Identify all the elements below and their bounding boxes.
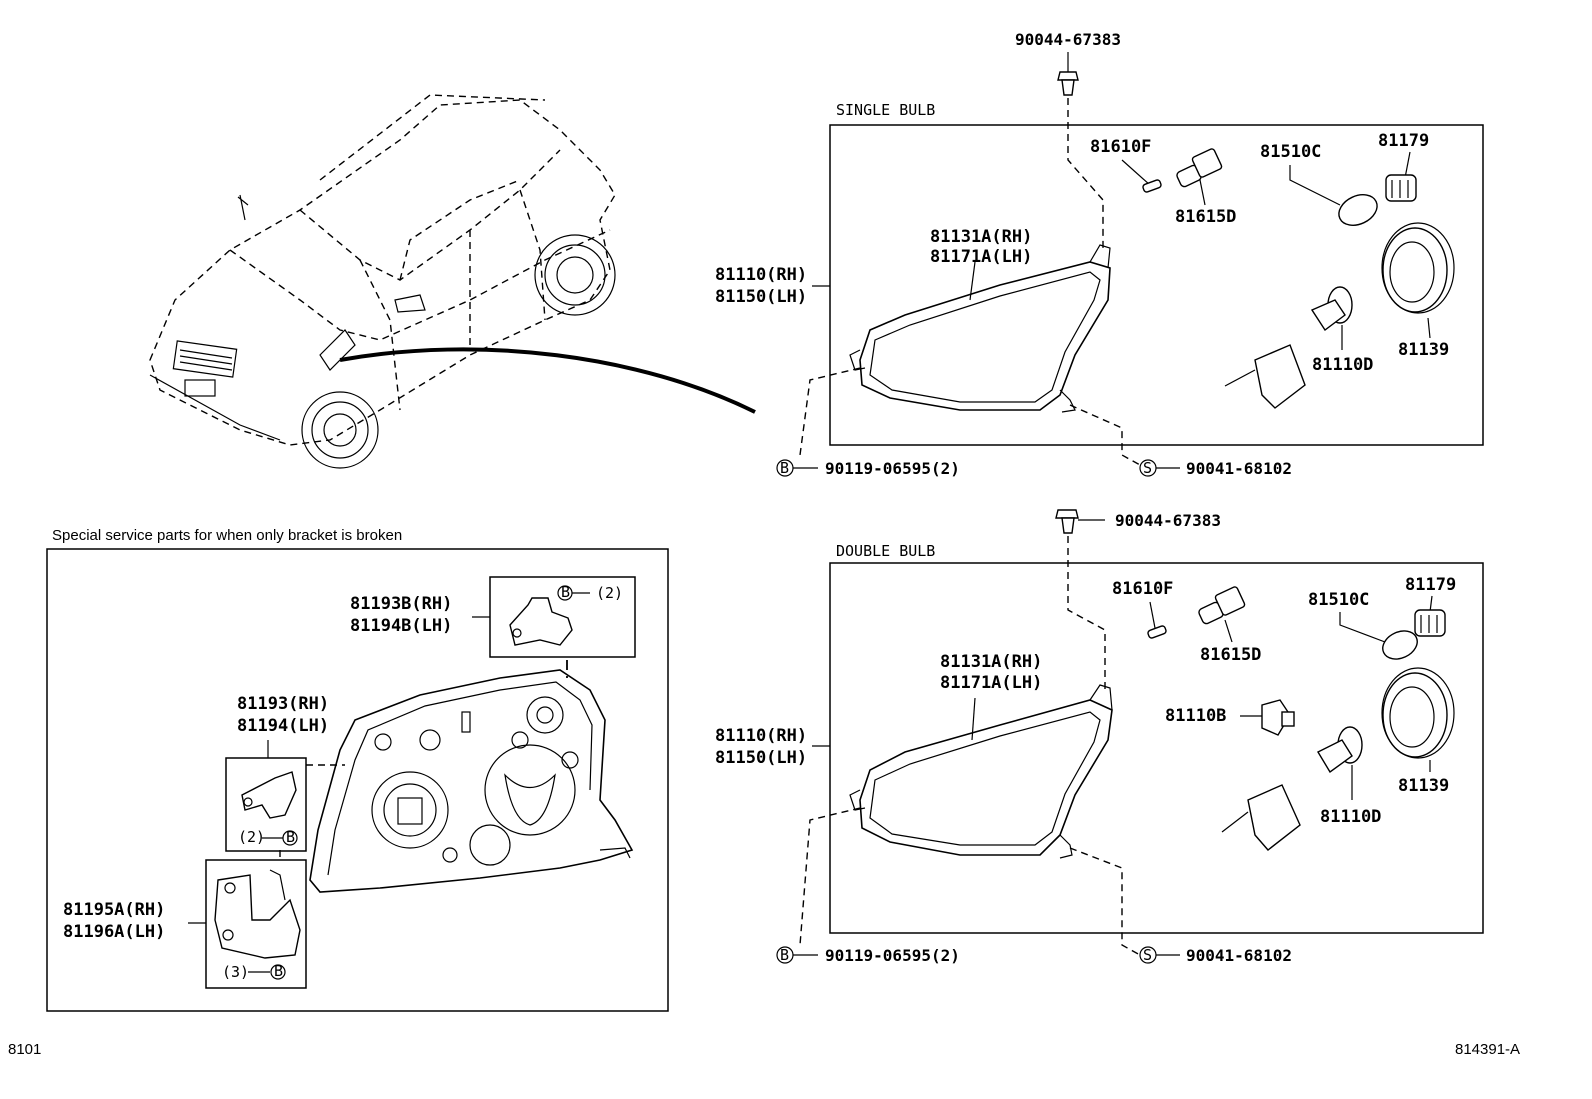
label-81510C-double: 81510C [1308,590,1369,610]
single-bulb-title: SINGLE BULB [836,101,935,119]
footer-left-code: 8101 [8,1041,41,1058]
label-81139-double: 81139 [1398,776,1449,796]
cover-81139-double [1381,667,1455,772]
label-81110B: 81110B [1165,706,1226,726]
actuator-double [1221,784,1301,851]
label-81194B: 81194B(LH) [350,616,452,636]
label-81171A: 81171A(LH) [930,247,1032,267]
footer-right-code: 814391-A [1455,1041,1520,1058]
mark-s: S [1143,459,1152,477]
screw-b-callout: B 90119-06595(2) [776,459,960,478]
label-81195A: 81195A(RH) [63,900,165,920]
screw-s-callout-double: S 90041-68102 [1139,946,1292,965]
socket-81179-double [1414,595,1446,637]
socket-81615D-double [1198,586,1246,643]
label-81193B: 81193B(RH) [350,594,452,614]
double-bulb-section: 90044-67383 DOUBLE BULB 81610F 81615D 81… [715,509,1484,965]
single-bulb-frame [829,124,1484,446]
label-81194: 81194(LH) [237,716,329,736]
bulb-81110D [1310,286,1353,350]
label-81510C: 81510C [1260,142,1321,162]
label-81131A: 81131A(RH) [930,227,1032,247]
bracket-81193 [241,771,297,819]
clip-fastener [1057,71,1079,96]
label-81139: 81139 [1398,340,1449,360]
bracket-81193B [509,597,573,646]
mark-b-195: B [274,962,283,980]
qty-193: (2) [238,828,265,846]
special-caption: Special service parts for when only brac… [52,527,402,544]
qty-195: (3) [222,963,249,981]
label-81196A: 81196A(LH) [63,922,165,942]
label-81615D-double: 81615D [1200,645,1261,665]
label-81610F-double: 81610F [1112,579,1173,599]
bracket-81193-box [225,757,307,852]
mark-b-193B: B [561,583,570,601]
bulb-81610F [1121,159,1162,193]
bracket-81193B-box [489,576,636,658]
label-90041-68102-double: 90041-68102 [1186,946,1292,965]
label-81150: 81150(LH) [715,287,807,307]
cover-81139 [1381,222,1455,339]
label-81110: 81110(RH) [715,265,807,285]
label-81615D: 81615D [1175,207,1236,227]
bulb-81610F-double [1147,601,1167,639]
headlamp-rear-view [309,669,634,893]
bulb-81110D-double [1317,726,1363,800]
label-81131A-double: 81131A(RH) [940,652,1042,672]
label-81110D: 81110D [1312,355,1373,375]
bracket-81195A [214,869,301,959]
mark-b-double: B [780,946,789,964]
socket-81179 [1385,151,1417,202]
label-81610F: 81610F [1090,137,1151,157]
special-frame [46,548,669,1012]
mark-b-193: B [286,828,295,846]
special-service-section: Special service parts for when only brac… [46,527,669,1012]
socket-81615D [1176,148,1223,206]
mark-s-double: S [1143,946,1152,964]
screw-b-callout-double: B 90119-06595(2) [776,946,960,965]
clip-part-number-double: 90044-67383 [1115,511,1221,530]
label-81179-double: 81179 [1405,575,1456,595]
clip-part-number: 90044-67383 [1015,30,1121,49]
single-bulb-section: 90044-67383 SINGLE BULB 81610F 81615D 81… [715,30,1484,478]
label-81110-double: 81110(RH) [715,726,807,746]
label-90041-68102: 90041-68102 [1186,459,1292,478]
label-81179: 81179 [1378,131,1429,151]
double-bulb-title: DOUBLE BULB [836,542,935,560]
label-90119-06595: 90119-06595(2) [825,459,960,478]
double-bulb-frame [829,562,1484,934]
bulb-81510C-double [1339,612,1418,660]
qty-193B: (2) [596,584,623,602]
headlamp-assembly-double [849,684,1113,859]
bulb-81510C [1289,165,1378,226]
label-90119-06595-double: 90119-06595(2) [825,946,960,965]
label-81193: 81193(RH) [237,694,329,714]
bracket-81195A-box [205,859,307,989]
screw-s-callout: S 90041-68102 [1139,459,1292,478]
vehicle-illustration [149,94,756,469]
label-81110D-double: 81110D [1320,807,1381,827]
actuator [1224,344,1306,409]
headlamp-assembly-single [849,244,1111,413]
bulb-81110B [1240,699,1295,736]
clip-fastener-double [1055,509,1079,534]
label-81171A-double: 81171A(LH) [940,673,1042,693]
mark-b: B [780,459,789,477]
label-81150-double: 81150(LH) [715,748,807,768]
